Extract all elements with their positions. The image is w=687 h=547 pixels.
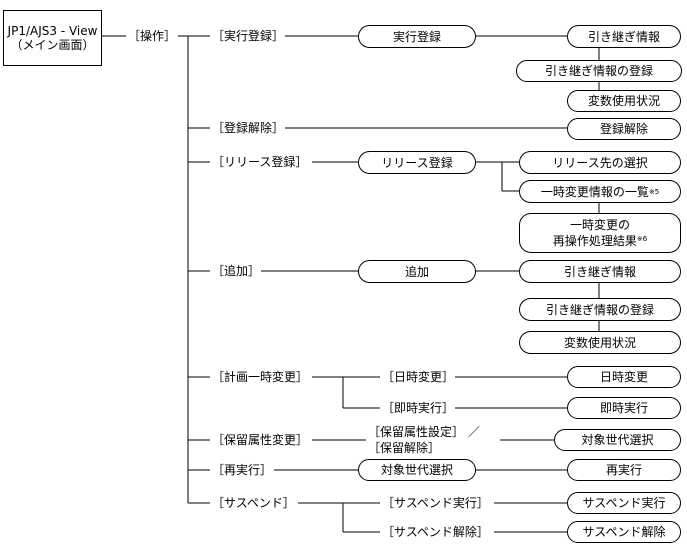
dialog-rerun-target-gen-select: 対象世代選択 bbox=[358, 459, 476, 481]
dialog-temp-change-list: 一時変更情報の一覧※5 bbox=[519, 180, 681, 203]
dialog-target-gen-select: 対象世代選択 bbox=[554, 429, 681, 451]
dialog-suspend-run: サスペンド実行 bbox=[567, 492, 681, 514]
dialog-rerun: 再実行 bbox=[567, 459, 681, 481]
dialog-inherit-register: 引き継ぎ情報の登録 bbox=[516, 60, 682, 82]
dialog-unregister: 登録解除 bbox=[567, 118, 681, 140]
note-6: ※6 bbox=[636, 235, 648, 243]
menu-rerun: ［再実行］ bbox=[211, 463, 274, 477]
root-screen-box: JP1/AJS3 - View （メイン画面） bbox=[3, 10, 102, 66]
menu-execute-register: ［実行登録］ bbox=[211, 29, 286, 43]
submenu-datetime-change: ［日時変更］ bbox=[381, 370, 456, 384]
root-subtitle: （メイン画面） bbox=[10, 38, 95, 52]
note-5: ※5 bbox=[648, 187, 660, 196]
dialog-release-register: リリース登録 bbox=[358, 151, 476, 174]
dialog-suspend-release: サスペンド解除 bbox=[567, 521, 681, 543]
dialog-var-usage: 変数使用状況 bbox=[567, 90, 681, 112]
menu-plan-change: ［計画一時変更］ bbox=[211, 370, 310, 384]
dialog-temp-reop-result: 一時変更の 再操作処理結果※6 bbox=[519, 213, 681, 253]
dialog-exec-register: 実行登録 bbox=[358, 25, 476, 48]
dialog-inherit-info: 引き継ぎ情報 bbox=[567, 25, 681, 48]
menu-add: ［追加］ bbox=[211, 264, 262, 278]
submenu-hold-set: ［保留属性設定］ ／ bbox=[367, 425, 481, 439]
dialog-add: 追加 bbox=[358, 260, 476, 283]
menu-hold-change: ［保留属性変更］ bbox=[211, 433, 310, 447]
menu-suspend: ［サスペンド］ bbox=[211, 496, 296, 510]
menu-unregister: ［登録解除］ bbox=[211, 121, 286, 135]
dialog-add-inherit-register: 引き継ぎ情報の登録 bbox=[519, 298, 681, 321]
menu-operation: ［操作］ bbox=[127, 29, 178, 43]
dialog-release-target-select: リリース先の選択 bbox=[519, 151, 681, 174]
dialog-add-var-usage: 変数使用状況 bbox=[519, 331, 681, 354]
root-title: JP1/AJS3 - View bbox=[7, 24, 98, 38]
dialog-datetime-change: 日時変更 bbox=[567, 366, 681, 388]
dialog-add-inherit-info: 引き継ぎ情報 bbox=[519, 260, 681, 283]
submenu-suspend-run: ［サスペンド実行］ bbox=[381, 496, 490, 510]
submenu-immediate-run: ［即時実行］ bbox=[381, 401, 456, 415]
submenu-hold-release: ［保留解除］ bbox=[367, 441, 442, 455]
dialog-immediate-run: 即時実行 bbox=[567, 397, 681, 419]
submenu-suspend-release: ［サスペンド解除］ bbox=[381, 525, 490, 539]
menu-release-register: ［リリース登録］ bbox=[211, 155, 309, 169]
